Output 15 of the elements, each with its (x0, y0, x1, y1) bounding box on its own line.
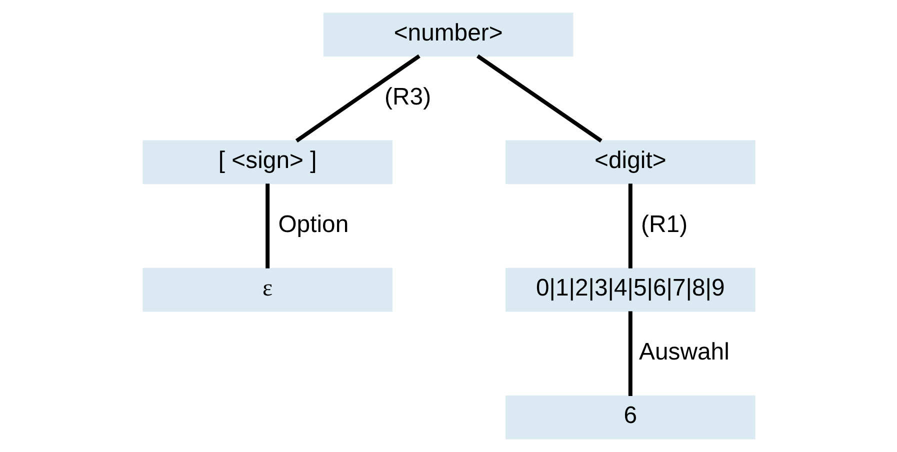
connector (476, 54, 602, 142)
connector (265, 184, 270, 268)
edge-label: Option (278, 210, 348, 238)
edge-label: (R3) (384, 83, 431, 110)
node-box: 6 (504, 395, 755, 440)
node-box: <number> (322, 12, 573, 57)
connector (628, 184, 632, 268)
connector (294, 54, 420, 142)
node-box: ε (142, 268, 392, 312)
node-box: 0|1|2|3|4|5|6|7|8|9 (504, 268, 755, 312)
node-box: [ <sign> ] (142, 140, 392, 184)
edge-label: Auswahl (638, 338, 729, 366)
node-box: <digit> (504, 140, 755, 184)
edge-label: (R1) (640, 210, 688, 238)
connector (628, 311, 632, 396)
